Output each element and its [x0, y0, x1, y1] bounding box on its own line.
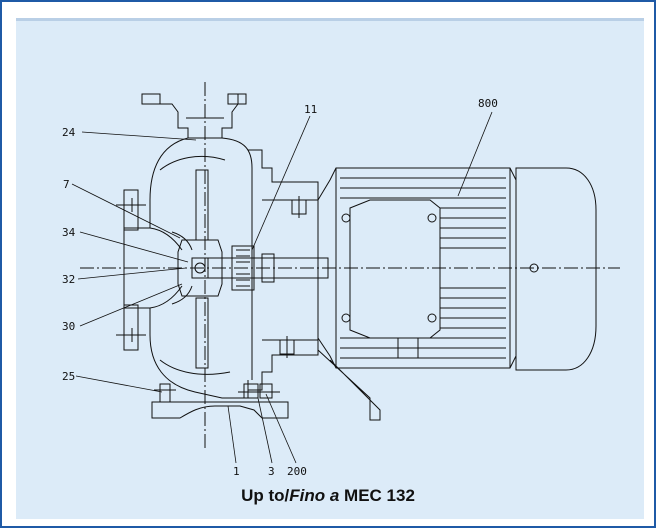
callout-34: 34: [62, 226, 76, 239]
callout-30: 30: [62, 320, 75, 333]
impeller: [171, 169, 223, 369]
callout-3: 3: [268, 465, 275, 478]
discharge-flange: [141, 93, 247, 139]
suction-flange: [116, 189, 146, 351]
caption-suffix: MEC 132: [339, 486, 415, 505]
callout-24: 24: [62, 126, 76, 139]
callout-800: 800: [478, 97, 498, 110]
motor: [317, 167, 597, 421]
leader-lines: [71, 111, 493, 464]
callout-1: 1: [233, 465, 240, 478]
volute-casing: [123, 137, 253, 399]
caption-italic: Fino a: [289, 486, 340, 505]
bracket: [231, 149, 319, 391]
callout-25: 25: [62, 370, 75, 383]
caption-prefix: Up to/: [241, 486, 290, 505]
callout-32: 32: [62, 273, 75, 286]
callout-200: 200: [287, 465, 307, 478]
callout-7: 7: [63, 178, 70, 191]
callout-11: 11: [304, 103, 317, 116]
base-foot: [151, 383, 289, 419]
figure-caption: Up to/Fino a MEC 132: [0, 486, 656, 506]
shaft: [207, 253, 329, 283]
